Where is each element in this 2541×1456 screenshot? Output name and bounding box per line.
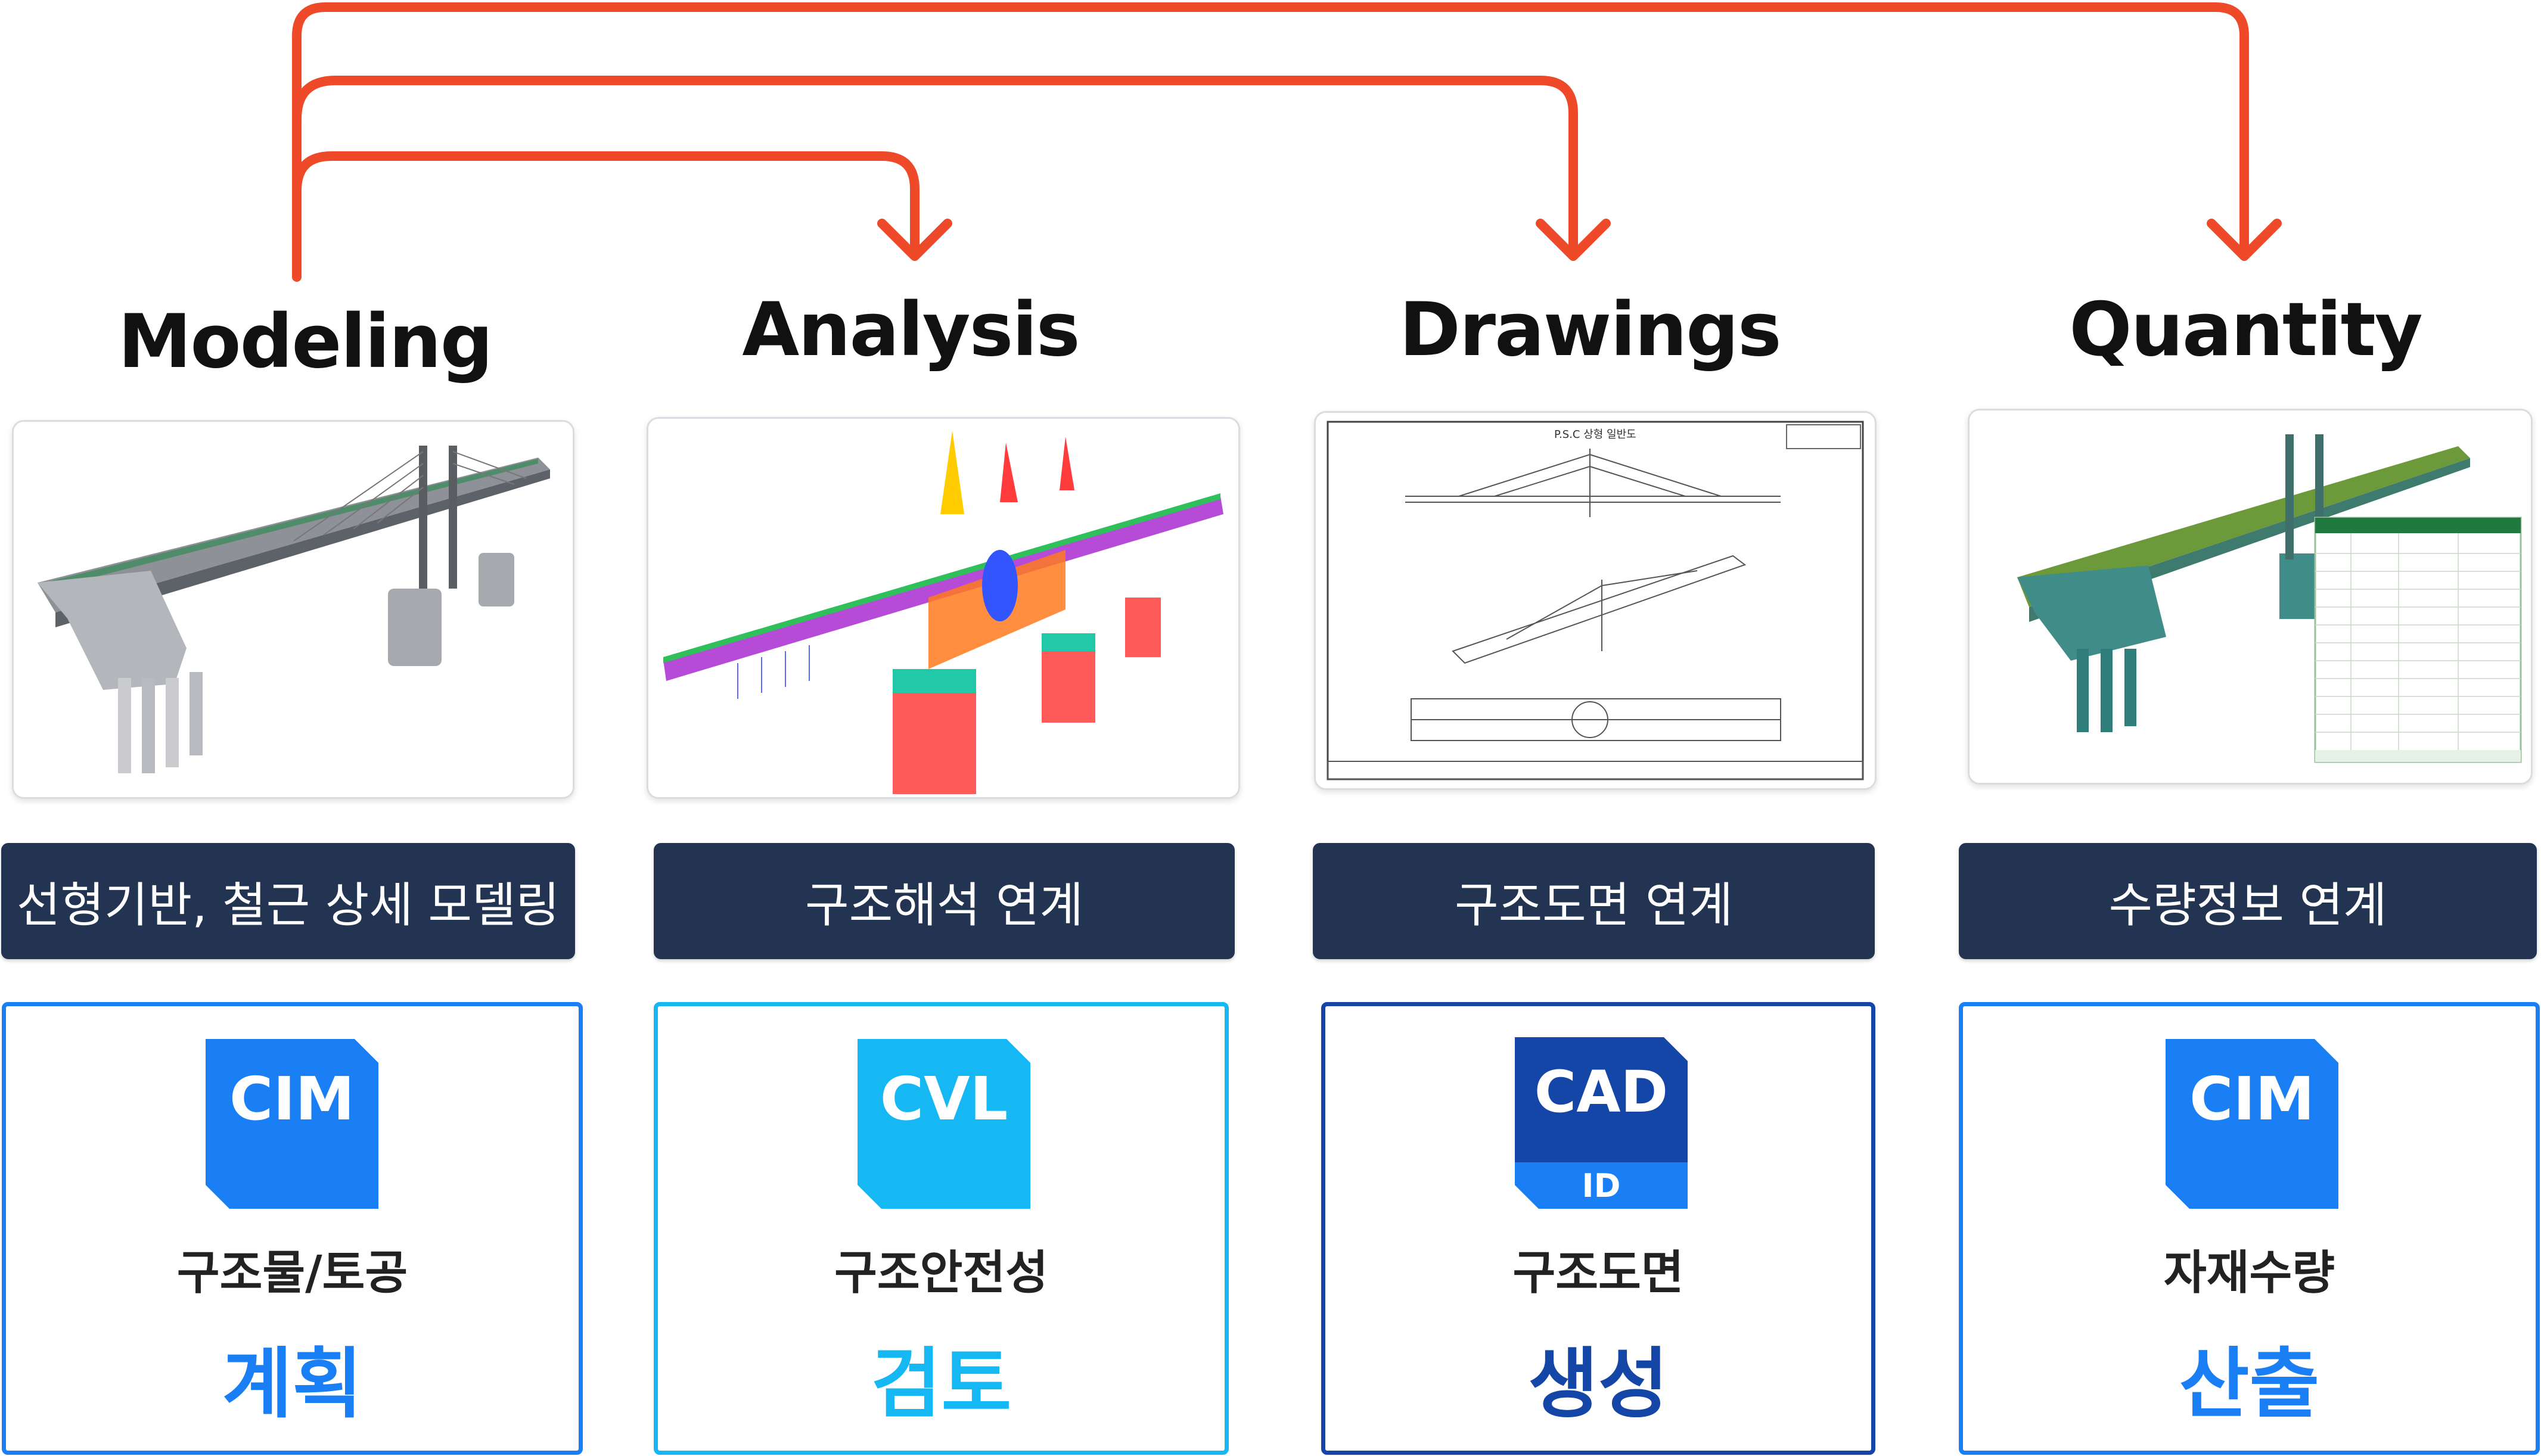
bridge-analysis-image: [648, 419, 1238, 797]
drawings-image-card: P.S.C 상형 일반도: [1314, 411, 1877, 790]
arrow-to-analysis: [292, 151, 920, 255]
product-action: 산출: [2179, 1340, 2320, 1429]
bridge-quantity-image: [1970, 410, 2531, 783]
product-desc: 구조물/토공: [176, 1246, 408, 1300]
cim-file-icon: CIM: [206, 1039, 378, 1209]
banner-quantity: 수량정보 연계: [1959, 843, 2537, 959]
product-desc: 구조도면: [1512, 1246, 1684, 1300]
cad-id-label: ID: [1582, 1167, 1621, 1205]
arrowhead-analysis: [877, 219, 952, 261]
product-action: 검토: [871, 1340, 1012, 1429]
arrowhead-drawings: [1536, 219, 1611, 261]
cad-icon-label: CAD: [1534, 1059, 1668, 1125]
svg-text:P.S.C 상형 일반도: P.S.C 상형 일반도: [1554, 428, 1636, 441]
analysis-image-card: [647, 417, 1240, 799]
quantity-image-card: [1968, 409, 2533, 785]
banner-analysis: 구조해석 연계: [654, 843, 1235, 959]
bridge-drawing-image: P.S.C 상형 일반도: [1316, 413, 1875, 788]
cim-icon-label: CIM: [229, 1064, 355, 1134]
product-card-cvl-review: CVL 구조안전성 검토: [654, 1002, 1229, 1455]
cim-icon-label: CIM: [2189, 1064, 2315, 1134]
stage-title-modeling: Modeling: [118, 299, 493, 385]
bridge-model-image: [14, 422, 573, 797]
banner-drawings: 구조도면 연계: [1313, 843, 1875, 959]
stage-title-analysis: Analysis: [742, 287, 1080, 373]
cim-file-icon: CIM: [2166, 1039, 2338, 1209]
arrow-to-drawings: [292, 76, 1578, 255]
banner-modeling: 선형기반, 철근 상세 모델링: [1, 843, 575, 959]
product-action: 생성: [1528, 1340, 1669, 1429]
arrow-to-quantity: [292, 2, 2249, 282]
stage-title-drawings: Drawings: [1399, 287, 1782, 373]
cvl-file-icon: CVL: [858, 1039, 1030, 1209]
cad-file-icon: CAD ID: [1515, 1037, 1688, 1209]
product-desc: 구조안전성: [834, 1246, 1048, 1300]
arrowhead-quantity: [2207, 219, 2282, 261]
modeling-image-card: [12, 420, 574, 799]
stage-title-quantity: Quantity: [2069, 287, 2423, 373]
product-card-cad-generate: CAD ID 구조도면 생성: [1321, 1002, 1875, 1455]
product-desc: 자재수량: [2163, 1246, 2335, 1300]
product-action: 계획: [222, 1340, 363, 1429]
product-card-cim-quantity: CIM 자재수량 산출: [1959, 1002, 2540, 1455]
cvl-icon-label: CVL: [880, 1064, 1008, 1134]
product-card-cim-plan: CIM 구조물/토공 계획: [2, 1002, 583, 1455]
